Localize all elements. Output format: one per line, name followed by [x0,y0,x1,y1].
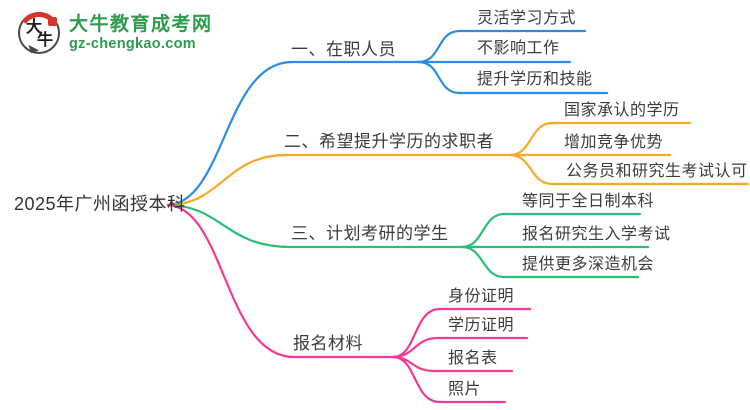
branch3-leaf3-line [460,245,640,279]
branch3-main-line [166,203,464,249]
branch2-leaf1: 国家承认的学历 [564,102,680,119]
logo-char-niu: 牛 [37,32,54,49]
branch4-leaf1: 身份证明 [448,288,515,305]
branch1-leaf3-line [416,60,609,95]
branch1-leaf1: 灵活学习方式 [477,10,577,27]
brand-text: 大牛教育成考网 gz-chengkao.com [69,14,213,53]
logo-seal-icon [48,17,57,26]
branch1-leaf3: 提升学历和技能 [477,71,593,88]
branch2-leaf2: 增加竞争优势 [564,134,664,151]
logo-bull-icon: 大 牛 [14,8,64,62]
branch1-node: 一、在职人员 [291,40,396,59]
branch4-main-line [166,203,395,359]
branch3-node: 三、计划考研的学生 [291,224,449,243]
branch1-leaf2: 不影响工作 [477,40,560,57]
root-node: 2025年广州函授本科 [14,194,186,214]
branch4-node: 报名材料 [293,334,363,353]
branch1-main-line [166,60,420,207]
branch3-leaf1-line [460,212,642,249]
branch3-leaf2: 报名研究生入学考试 [522,226,671,243]
branch2-leaf3-line [508,153,750,186]
branch2-node: 二、希望提升学历的求职者 [284,132,494,151]
branch2-main-line [166,153,512,207]
brand-name: 大牛教育成考网 [69,13,213,35]
branch4-leaf2: 学历证明 [448,317,515,334]
branch4-leaf3: 报名表 [448,350,498,367]
branch3-leaf3: 提供更多深造机会 [522,256,655,273]
brand-domain: gz-chengkao.com [69,35,196,52]
logo-char-da: 大 [26,19,43,36]
branch4-leaf4-line [391,355,507,404]
branch4-leaf2-line [391,336,529,359]
branch4-leaf4: 照片 [448,381,482,398]
branch2-leaf3: 公务员和研究生考试认可 [566,163,748,180]
site-logo: 大 牛 大牛教育成考网 gz-chengkao.com [14,8,213,62]
branch3-leaf1: 等同于全日制本科 [522,193,655,210]
